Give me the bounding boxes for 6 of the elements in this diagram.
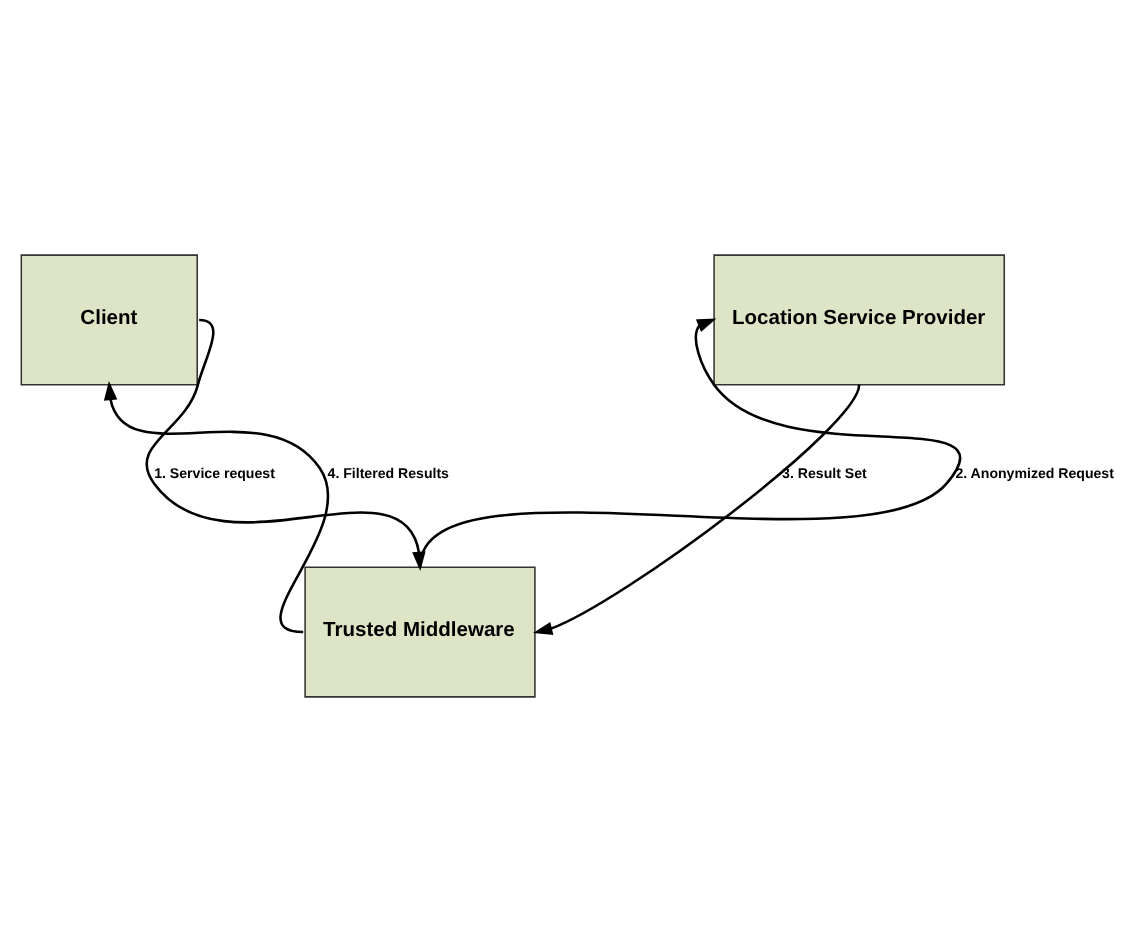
arrow (418, 318, 961, 568)
node-box: Location Service Provider (713, 254, 1006, 386)
node-box: Trusted Middleware (304, 566, 536, 698)
arrow (103, 380, 329, 634)
node-box: Client (20, 254, 198, 386)
arrow (533, 384, 861, 636)
